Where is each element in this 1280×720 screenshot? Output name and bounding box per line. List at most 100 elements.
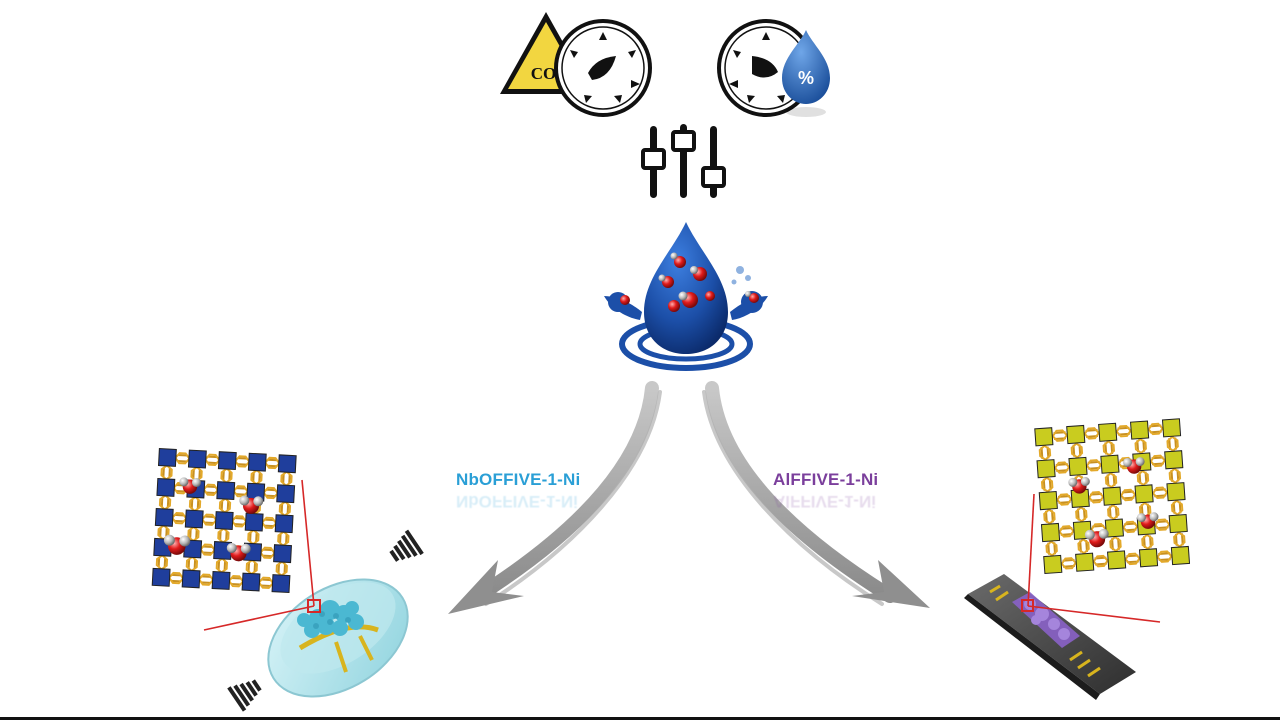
mof-linker: [277, 530, 290, 547]
mof-linker: [170, 511, 188, 525]
mof-linker: [1092, 554, 1109, 568]
mof-linker: [1153, 518, 1171, 531]
mof-linker: [1043, 508, 1056, 525]
mof-metal-node: [273, 544, 292, 564]
bottom-border: [0, 717, 1280, 720]
mof-metal-node: [1134, 484, 1154, 504]
guest-molecule: [1123, 457, 1145, 474]
nbofive-label-reflection: NbOFFIVE-1-Ni: [456, 492, 578, 511]
mof-linker: [200, 513, 218, 526]
guest-molecule: [226, 542, 251, 562]
mof-metal-node: [1161, 418, 1182, 438]
mof-metal-node: [1098, 422, 1118, 442]
mof-linker: [204, 453, 221, 466]
mof-linker: [1040, 476, 1054, 493]
mof-linker: [1122, 520, 1139, 534]
nbofive-label: NbOFFIVE-1-Ni: [456, 470, 581, 489]
mof-metal-node: [187, 449, 207, 469]
mof-linker: [262, 486, 279, 500]
mof-linker: [260, 516, 278, 530]
mof-linker: [232, 485, 250, 498]
mof-metal-node: [1166, 482, 1186, 502]
mof-linker: [155, 554, 169, 571]
mof-linker: [215, 557, 229, 574]
mof-linker: [1060, 557, 1077, 570]
mof-linker: [188, 495, 202, 513]
guest-molecule: [1136, 512, 1159, 529]
left-arrow: [448, 381, 662, 614]
mof-linker: [278, 500, 292, 517]
mof-linker: [1070, 442, 1084, 459]
mof-linker: [1104, 471, 1118, 489]
sliders-icon: [641, 124, 726, 198]
mof-linker: [1141, 533, 1154, 551]
mof-metal-node: [277, 454, 297, 474]
water-droplet-icon: [604, 222, 768, 371]
mof-metal-node: [181, 569, 201, 589]
mof-linker: [1087, 491, 1105, 504]
mof-linker: [160, 464, 173, 481]
mof-linker: [1109, 535, 1122, 553]
mof-metal-node: [1100, 454, 1120, 474]
mof-linker: [1134, 437, 1147, 455]
mof-linker: [199, 543, 216, 556]
mof-linker: [227, 575, 245, 588]
guest-molecule: [239, 495, 264, 514]
right-pointer-lines: [1027, 493, 1161, 623]
mof-metal-node: [154, 507, 174, 527]
right-mof-structure: [1034, 418, 1191, 575]
guest-molecule: [163, 534, 191, 555]
mof-metal-node: [1170, 545, 1191, 566]
alffive-label: AlFFIVE-1-Ni: [773, 470, 879, 489]
mof-linker: [1115, 424, 1132, 438]
mof-linker: [259, 546, 276, 560]
mof-metal-node: [151, 567, 171, 587]
mof-metal-node: [1075, 552, 1095, 572]
mof-linker: [234, 455, 251, 468]
mof-linker: [1156, 550, 1173, 563]
mof-metal-node: [217, 451, 237, 471]
left-electrode-terminals: [227, 529, 424, 712]
guest-molecule: [1068, 476, 1090, 494]
mof-linker: [1173, 531, 1186, 548]
mof-metal-node: [1107, 550, 1127, 570]
mof-metal-node: [216, 481, 236, 501]
mof-metal-node: [214, 511, 234, 530]
mof-metal-node: [1043, 554, 1063, 575]
guest-molecule: [179, 477, 201, 494]
mof-linker: [158, 494, 172, 511]
mof-linker: [220, 467, 233, 484]
mof-linker: [1107, 503, 1120, 521]
mof-metal-node: [1130, 420, 1150, 440]
mof-linker: [1166, 435, 1179, 453]
mof-metal-node: [211, 571, 231, 590]
left-mof-structure: [151, 448, 297, 594]
mof-linker: [1077, 537, 1090, 555]
mof-linker: [257, 576, 275, 589]
mof-metal-node: [156, 477, 176, 497]
mof-linker: [1053, 461, 1071, 474]
mof-linker: [264, 456, 281, 470]
mof-linker: [1058, 525, 1075, 538]
mof-linker: [1102, 439, 1116, 457]
humidity-gauge-icon: %: [717, 19, 830, 117]
mof-linker: [218, 497, 232, 514]
mof-linker: [167, 571, 185, 585]
mof-linker: [1083, 427, 1100, 440]
mof-metal-node: [1040, 522, 1061, 543]
co2-badge-text: CO₂: [531, 64, 562, 83]
mof-metal-node: [1168, 514, 1188, 534]
mof-metal-node: [1034, 427, 1054, 447]
mof-metal-node: [1138, 548, 1159, 568]
mof-linker: [185, 555, 199, 573]
mof-metal-node: [241, 572, 261, 592]
mof-linker: [197, 573, 215, 586]
mof-metal-node: [247, 452, 267, 472]
mof-linker: [245, 558, 258, 576]
right-arrow: [702, 381, 930, 608]
mof-linker: [247, 528, 260, 546]
mof-linker: [1045, 540, 1058, 557]
mof-linker: [1151, 486, 1169, 500]
mof-linker: [275, 560, 288, 577]
